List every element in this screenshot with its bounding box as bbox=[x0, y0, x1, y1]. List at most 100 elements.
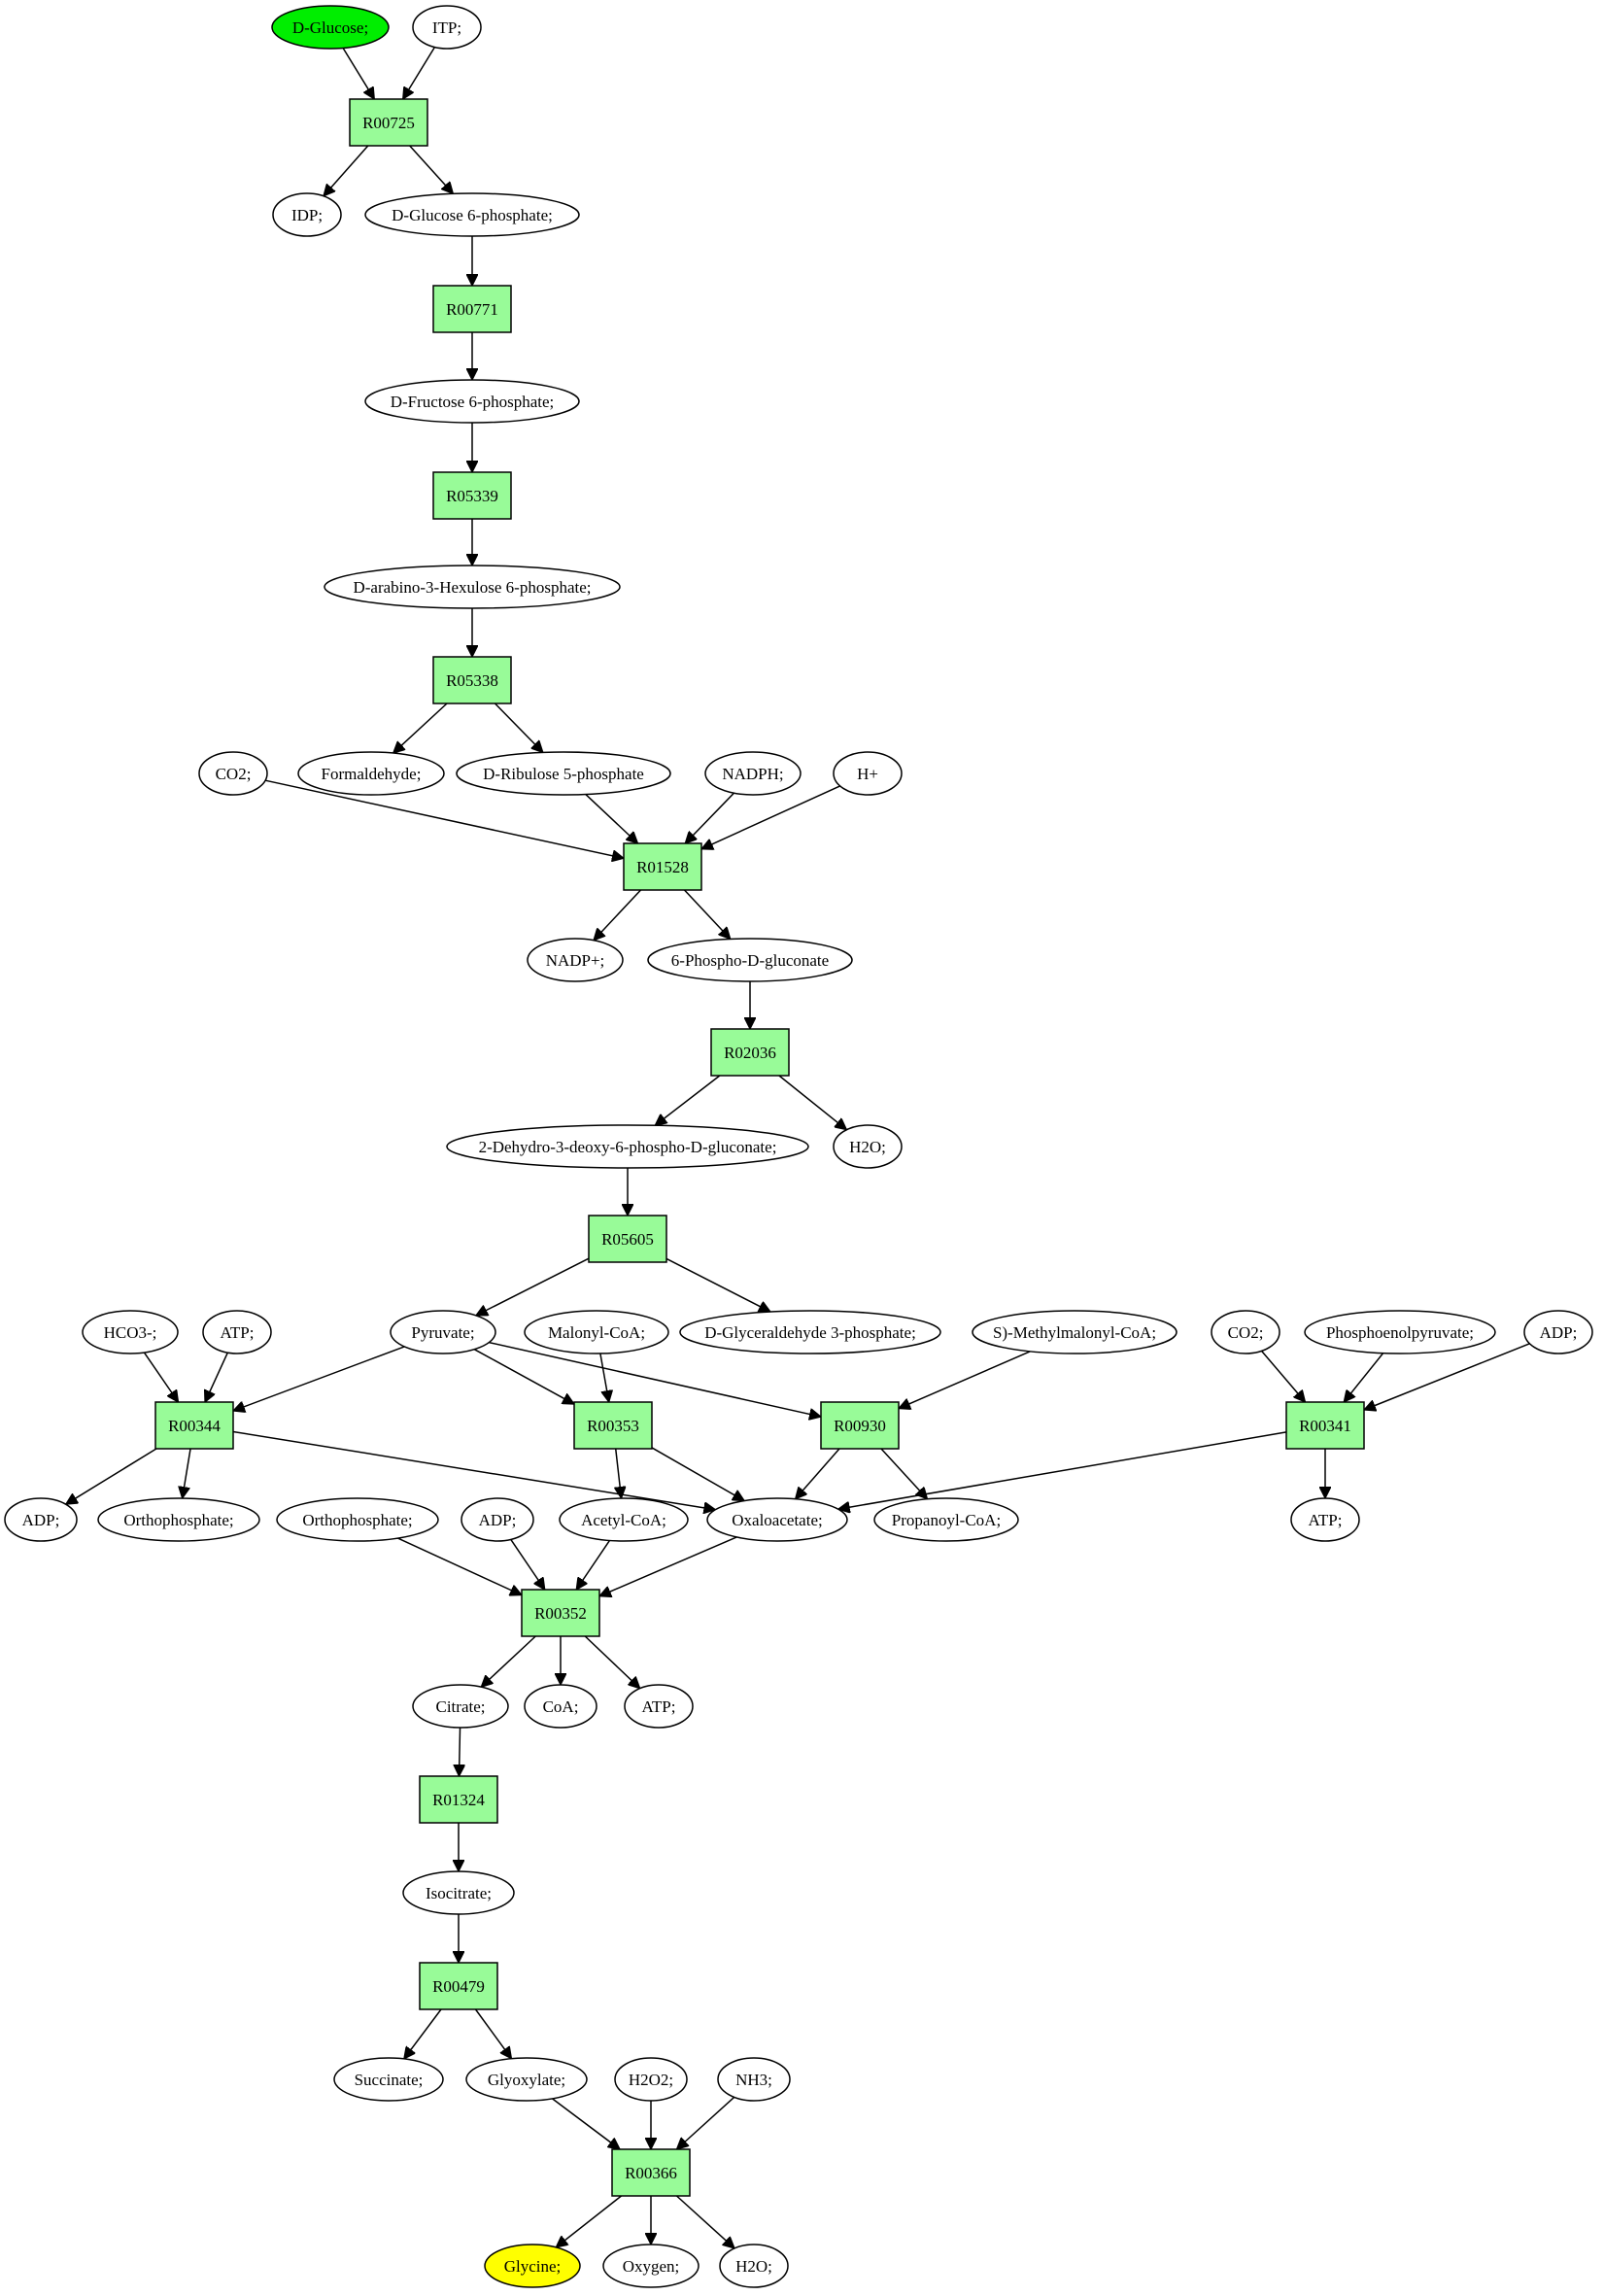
edge-pyruvate-to-r00930 bbox=[489, 1341, 821, 1417]
node-label: R01324 bbox=[432, 1791, 485, 1809]
node-label: Propanoyl-CoA; bbox=[892, 1511, 1001, 1529]
edge-r00479-to-succinate bbox=[404, 2008, 442, 2059]
compound-ellipse bbox=[524, 1684, 597, 1729]
compound-node-itp: ITP; bbox=[412, 5, 482, 50]
reaction-node-r00771: R00771 bbox=[432, 285, 512, 333]
node-label: Glycine; bbox=[504, 2257, 562, 2276]
compound-node-g6p: D-Glucose 6-phosphate; bbox=[364, 192, 580, 237]
node-label: R00930 bbox=[834, 1417, 886, 1435]
edge-dglucose-to-r00725 bbox=[342, 48, 374, 99]
compound-node-glyoxylate: Glyoxylate; bbox=[465, 2057, 588, 2102]
edge-r00725-to-g6p bbox=[409, 145, 454, 193]
node-label: D-Ribulose 5-phosphate bbox=[483, 765, 644, 783]
edge-nh3-to-r00366 bbox=[677, 2096, 735, 2149]
node-label: R02036 bbox=[724, 1044, 776, 1062]
node-label: Isocitrate; bbox=[426, 1884, 492, 1902]
edge-r05605-to-gap bbox=[665, 1257, 770, 1313]
node-label: S)-Methylmalonyl-CoA; bbox=[993, 1323, 1156, 1342]
compound-ellipse bbox=[324, 565, 621, 609]
edge-adpa-to-r00341 bbox=[1364, 1343, 1530, 1410]
node-label: R05338 bbox=[446, 671, 498, 690]
compound-node-isocitrate: Isocitrate; bbox=[402, 1870, 515, 1915]
compound-node-adpc: ADP; bbox=[461, 1497, 534, 1542]
compound-ellipse bbox=[527, 938, 624, 982]
reaction-box bbox=[432, 471, 512, 520]
edge-r00352-to-citrate bbox=[481, 1635, 536, 1687]
edge-r00353-to-oxaloacetate bbox=[651, 1447, 744, 1501]
reaction-box bbox=[432, 285, 512, 333]
compound-node-glycine: Glycine; bbox=[484, 2244, 581, 2288]
reaction-box bbox=[573, 1401, 653, 1450]
compound-node-propanoylcoa: Propanoyl-CoA; bbox=[873, 1497, 1019, 1542]
compound-node-formaldehyde: Formaldehyde; bbox=[297, 751, 445, 796]
node-label: R00344 bbox=[168, 1417, 221, 1435]
compound-ellipse bbox=[873, 1497, 1019, 1542]
reaction-node-r05339: R05339 bbox=[432, 471, 512, 520]
edge-r01528-to-phosphogluconate bbox=[683, 889, 731, 939]
edge-atpa-to-r00344 bbox=[205, 1352, 228, 1402]
edge-hplus-to-r01528 bbox=[701, 785, 840, 849]
node-label: ATP; bbox=[1309, 1511, 1343, 1529]
node-label: R00353 bbox=[587, 1417, 639, 1435]
node-label: R00725 bbox=[362, 114, 415, 132]
compound-ellipse bbox=[461, 1497, 534, 1542]
node-label: CO2; bbox=[1228, 1323, 1264, 1342]
edge-pyruvate-to-r00353 bbox=[473, 1349, 574, 1405]
node-label: ATP; bbox=[642, 1697, 676, 1716]
compound-ellipse bbox=[624, 1684, 694, 1729]
node-label: ADP; bbox=[1540, 1323, 1578, 1342]
node-label: Phosphoenolpyruvate; bbox=[1326, 1323, 1474, 1342]
edge-r00353-to-acetylcoa bbox=[616, 1448, 622, 1498]
reaction-node-r00344: R00344 bbox=[154, 1401, 234, 1450]
reaction-box bbox=[419, 1775, 498, 1824]
edge-r02036-to-kdpg bbox=[655, 1075, 721, 1125]
edge-nadph-to-r01528 bbox=[685, 792, 734, 843]
node-label: H2O2; bbox=[629, 2071, 673, 2089]
edge-glyoxylate-to-r00366 bbox=[552, 2098, 620, 2149]
compound-ellipse bbox=[465, 2057, 588, 2102]
reaction-box bbox=[588, 1215, 667, 1263]
compound-ellipse bbox=[833, 751, 903, 796]
edge-orthophosphateb-to-r00352 bbox=[397, 1537, 522, 1595]
compound-node-atpc: ATP; bbox=[624, 1684, 694, 1729]
compound-ellipse bbox=[402, 1870, 515, 1915]
node-label: Oxygen; bbox=[623, 2257, 680, 2276]
compound-node-co2b: CO2; bbox=[1211, 1310, 1280, 1354]
node-label: ADP; bbox=[479, 1511, 517, 1529]
compound-ellipse bbox=[972, 1310, 1177, 1354]
node-label: Oxaloacetate; bbox=[732, 1511, 822, 1529]
edge-ribulose-to-r01528 bbox=[585, 793, 638, 843]
compound-ellipse bbox=[202, 1310, 272, 1354]
reaction-node-r00353: R00353 bbox=[573, 1401, 653, 1450]
compound-ellipse bbox=[456, 751, 671, 796]
compound-node-nh3: NH3; bbox=[717, 2057, 791, 2102]
compound-ellipse bbox=[704, 751, 802, 796]
node-label: Citrate; bbox=[436, 1697, 486, 1716]
reaction-box bbox=[432, 656, 512, 704]
edge-co2a-to-r01528 bbox=[264, 779, 624, 858]
node-label: 6-Phospho-D-gluconate bbox=[671, 951, 829, 970]
edge-r00930-to-oxaloacetate bbox=[796, 1448, 840, 1499]
reaction-box bbox=[820, 1401, 900, 1450]
edge-oxaloacetate-to-r00352 bbox=[599, 1536, 737, 1596]
reaction-box bbox=[623, 842, 702, 891]
node-label: Formaldehyde; bbox=[322, 765, 422, 783]
compound-node-succinate: Succinate; bbox=[333, 2057, 444, 2102]
node-label: ATP; bbox=[221, 1323, 255, 1342]
compound-node-kdpg: 2-Dehydro-3-deoxy-6-phospho-D-gluconate; bbox=[446, 1124, 809, 1169]
node-label: D-Glucose; bbox=[292, 18, 368, 37]
reaction-node-r00352: R00352 bbox=[521, 1589, 600, 1637]
compound-ellipse bbox=[614, 2057, 688, 2102]
edge-r00725-to-idp bbox=[324, 145, 369, 196]
node-label: D-arabino-3-Hexulose 6-phosphate; bbox=[353, 578, 591, 597]
compound-node-coa: CoA; bbox=[524, 1684, 597, 1729]
edge-r00352-to-atpc bbox=[584, 1635, 639, 1689]
compound-ellipse bbox=[198, 751, 268, 796]
node-label: ADP; bbox=[22, 1511, 60, 1529]
compound-ellipse bbox=[82, 1310, 179, 1354]
compound-ellipse bbox=[364, 192, 580, 237]
reaction-box bbox=[1285, 1401, 1365, 1450]
node-label: CO2; bbox=[216, 765, 252, 783]
node-label: H+ bbox=[857, 765, 878, 783]
